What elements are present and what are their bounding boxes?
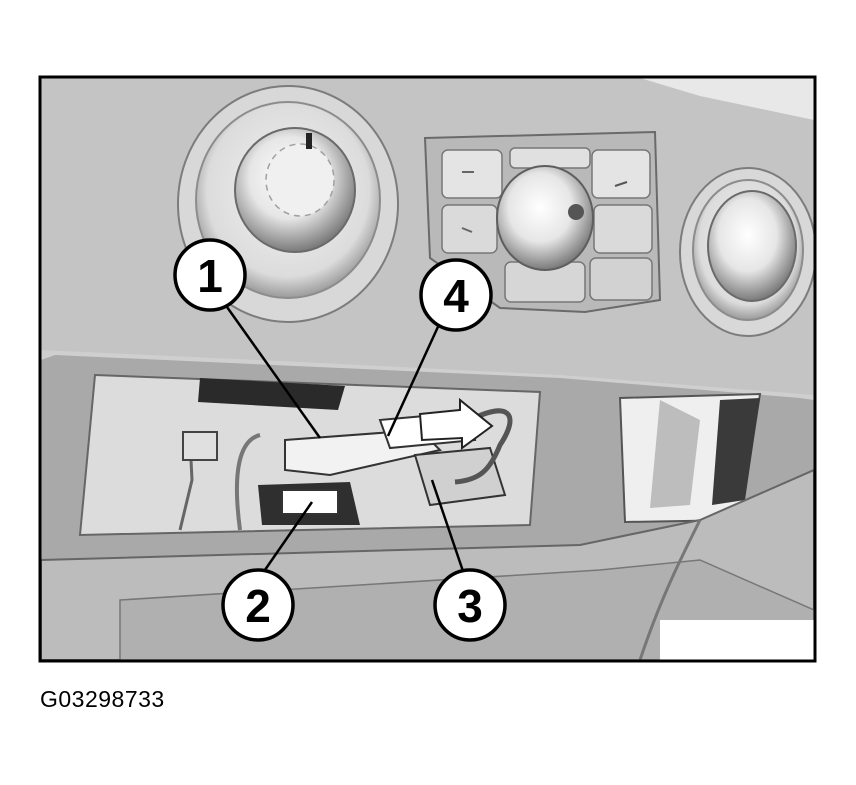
direction-arrow	[418, 397, 494, 450]
callout-3-label: 3	[457, 580, 483, 632]
callout-1-label: 1	[197, 250, 223, 302]
figure-id: G03298733	[40, 686, 165, 712]
callout-2: 2	[221, 568, 295, 642]
illustration	[41, 78, 814, 660]
left-control-knob	[177, 85, 399, 323]
leader-lines	[220, 299, 468, 581]
center-control-cluster	[423, 130, 662, 314]
callout-4-label: 4	[443, 270, 469, 322]
callout-3: 3	[433, 568, 507, 642]
leader-line-1	[220, 299, 322, 439]
figure-frame	[38, 75, 817, 663]
callout-4: 4	[419, 258, 493, 332]
leader-line-3	[430, 479, 468, 581]
lower-recess	[41, 355, 814, 660]
callout-1: 1	[173, 238, 247, 312]
blank-label-area	[660, 620, 814, 660]
top-trim	[640, 78, 814, 120]
leader-line-2	[256, 501, 314, 581]
connector-3	[413, 446, 507, 507]
connector-2	[281, 489, 339, 515]
leader-line-4	[386, 317, 444, 437]
callout-2-label: 2	[245, 580, 271, 632]
right-control-knob	[679, 167, 814, 337]
